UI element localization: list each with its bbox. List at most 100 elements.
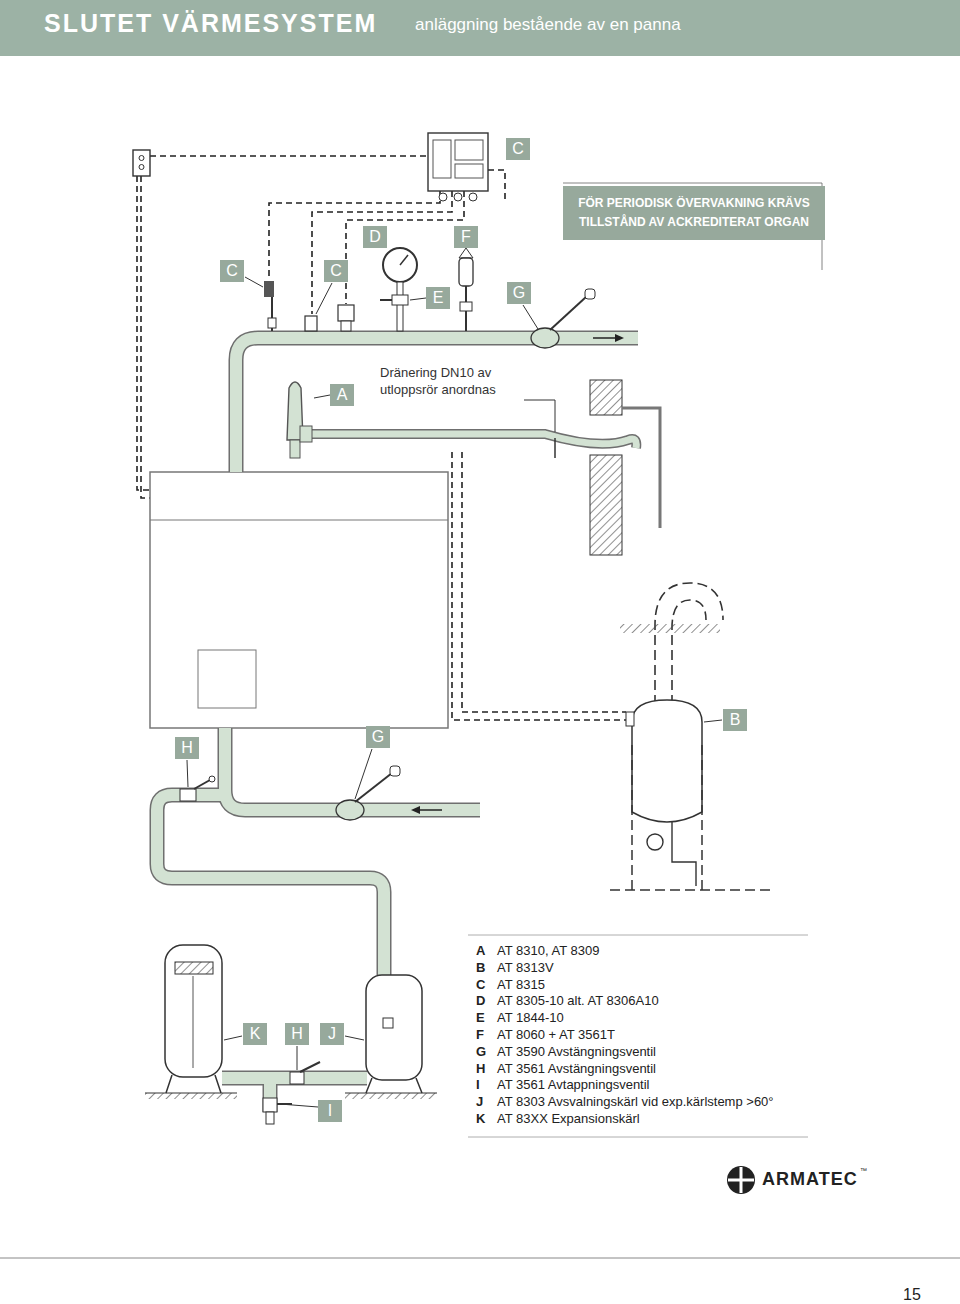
callout-letter: G: [512, 282, 526, 304]
cable-gland: [469, 193, 477, 201]
cable-gland: [454, 193, 462, 201]
leader-line: [314, 395, 330, 398]
logo-icon-cut: [728, 1167, 754, 1193]
valve-handle: [300, 1062, 320, 1072]
page-number: 15: [903, 1286, 921, 1304]
drain-outlet: [266, 1112, 274, 1124]
shutoff-valve: [290, 1072, 304, 1084]
separator-tank: [632, 700, 702, 822]
drain-outlet: [554, 438, 556, 458]
safety-valve-outlet: [300, 426, 312, 442]
table-key: C: [476, 977, 485, 992]
table-cell: AT 83XX Expansionskärl: [497, 1111, 640, 1126]
leader-line: [280, 1104, 318, 1107]
relief-valve: [459, 258, 473, 286]
valve-knob: [585, 289, 595, 299]
wall: [590, 455, 622, 555]
table-cell: AT 8305-10 alt. AT 8306A10: [497, 993, 659, 1008]
table-key: K: [476, 1111, 485, 1126]
table-key: F: [476, 1027, 484, 1042]
floor-hatch: [345, 1093, 437, 1099]
thermostat: [338, 305, 354, 321]
table-cell: AT 8313V: [497, 960, 554, 975]
controller: [428, 133, 488, 191]
leader-line: [524, 400, 555, 432]
table-cell: AT 8310, AT 8309: [497, 943, 599, 958]
table-key: A: [476, 943, 485, 958]
callout-box: J: [320, 1023, 344, 1045]
shutoff-valve: [180, 789, 196, 801]
leader-line: [187, 760, 188, 787]
shutoff-valve: [531, 328, 559, 348]
flue-wire: [452, 452, 626, 720]
separator-valve: [647, 834, 663, 850]
callout-letter: K: [248, 1023, 262, 1045]
expansion-vessel: [165, 945, 222, 1077]
table-key: I: [476, 1077, 480, 1092]
controller-panel: [433, 140, 451, 178]
table-cell: AT 1844-10: [497, 1010, 564, 1025]
table-rule: [468, 935, 808, 936]
shutoff-valve: [336, 800, 364, 820]
leader-line: [410, 298, 426, 300]
callout-box: A: [330, 384, 354, 406]
boiler-line: [150, 520, 448, 521]
callout-box: G: [507, 282, 531, 304]
table-cell: AT 3561 Avtappningsventil: [497, 1077, 650, 1092]
table-key: H: [476, 1061, 485, 1076]
note-text: Dränering DN10 av utloppsrör anordnas: [380, 364, 522, 398]
drain-valve: [263, 1098, 277, 1112]
vessel-legs: [166, 1075, 221, 1093]
socket-hole: [139, 165, 144, 170]
footer-rule: [0, 1258, 960, 1259]
table-key: B: [476, 960, 485, 975]
relief-valve-top: [459, 248, 473, 258]
leader-line: [704, 720, 722, 722]
subtitle: anläggning bestående av en panna: [415, 15, 681, 35]
gauge-stem: [397, 282, 403, 331]
leader-line: [224, 1036, 242, 1040]
callout-letter: H: [180, 737, 194, 759]
callout-letter: A: [335, 384, 349, 406]
table-cell: AT 8060 + AT 3561T: [497, 1027, 615, 1042]
trademark: ™: [860, 1167, 867, 1174]
callout-box: H: [175, 737, 199, 759]
callout-box: K: [243, 1023, 267, 1045]
gauge-needle: [400, 255, 408, 265]
callout-box: C: [506, 138, 530, 160]
callout-letter: E: [431, 287, 445, 309]
power-wire: [141, 176, 150, 498]
sensor-wire: [312, 191, 452, 314]
flow-arrow-head: [411, 806, 420, 814]
callout-letter: I: [323, 1100, 337, 1122]
callout-letter: C: [511, 138, 525, 160]
leader-line: [355, 749, 372, 799]
controller-panel: [455, 164, 483, 178]
floor-line: [145, 1093, 237, 1094]
sensor-nut: [268, 318, 276, 328]
callout-letter: F: [459, 226, 473, 248]
drain-branch: [263, 1078, 278, 1112]
note-text: FÖR PERIODISK ÖVERVAKNING KRÄVS TILLSTÅN…: [573, 194, 815, 232]
socket-hole: [139, 156, 144, 161]
flow-arrow-head: [615, 334, 624, 342]
floor-hatch: [145, 1093, 237, 1099]
callout-box: C: [324, 260, 348, 282]
table-cell: AT 8303 Avsvalningskärl vid exp.kärlstem…: [497, 1094, 774, 1109]
thermostat-nut: [341, 321, 351, 331]
drain-branch: [264, 1078, 276, 1112]
safety-valve-stem: [290, 440, 300, 458]
gauge-valve: [392, 295, 408, 305]
table-key: D: [476, 993, 485, 1008]
sensor-pocket: [305, 316, 317, 331]
callout-box: D: [363, 226, 387, 248]
callout-box: B: [723, 709, 747, 731]
flue-pipe: [672, 600, 706, 705]
leader-lines: [187, 277, 722, 1107]
flue-wire: [462, 452, 626, 712]
relief-valve-cock: [460, 302, 472, 311]
callout-letter: C: [225, 260, 239, 282]
vessel-pipe: [222, 1072, 367, 1084]
valve-handle: [355, 773, 392, 802]
